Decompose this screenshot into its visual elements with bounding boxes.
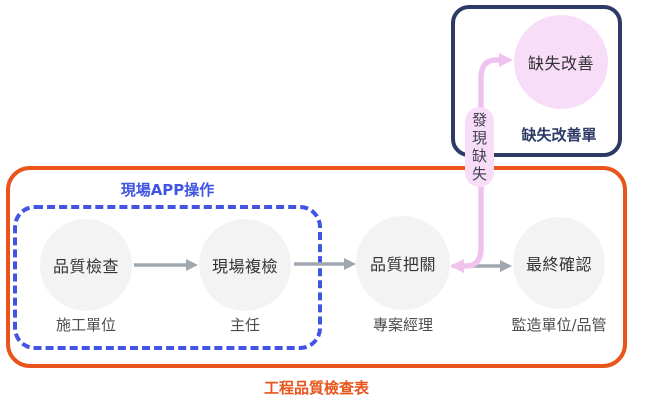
step-role-construction-unit: 施工單位 <box>55 316 116 334</box>
step-role-director: 主任 <box>229 316 260 334</box>
defect-improvement-node: 缺失改善 <box>514 15 608 109</box>
found-defect-pill-label: 發現缺失 <box>471 111 487 183</box>
found-defect-pill: 發現缺失 <box>465 107 494 187</box>
field-app-zone <box>13 205 322 350</box>
field-app-zone-label: 現場APP操作 <box>120 181 215 199</box>
step-node-final-confirm: 最終確認 <box>513 217 605 309</box>
step-role-supervision-qc: 監造單位/品管 <box>511 316 607 334</box>
step-role-project-manager: 專案經理 <box>372 316 433 334</box>
step-node-site-recheck: 現場複檢 <box>199 219 291 311</box>
step-node-quality-inspection: 品質檢查 <box>40 219 132 311</box>
defect-improvement-form-box <box>451 5 622 157</box>
inspection-form-box <box>6 166 627 368</box>
inspection-form-label: 工程品質檢查表 <box>263 379 369 397</box>
step-node-quality-gate: 品質把關 <box>356 216 450 310</box>
defect-form-label: 缺失改善單 <box>521 126 597 144</box>
